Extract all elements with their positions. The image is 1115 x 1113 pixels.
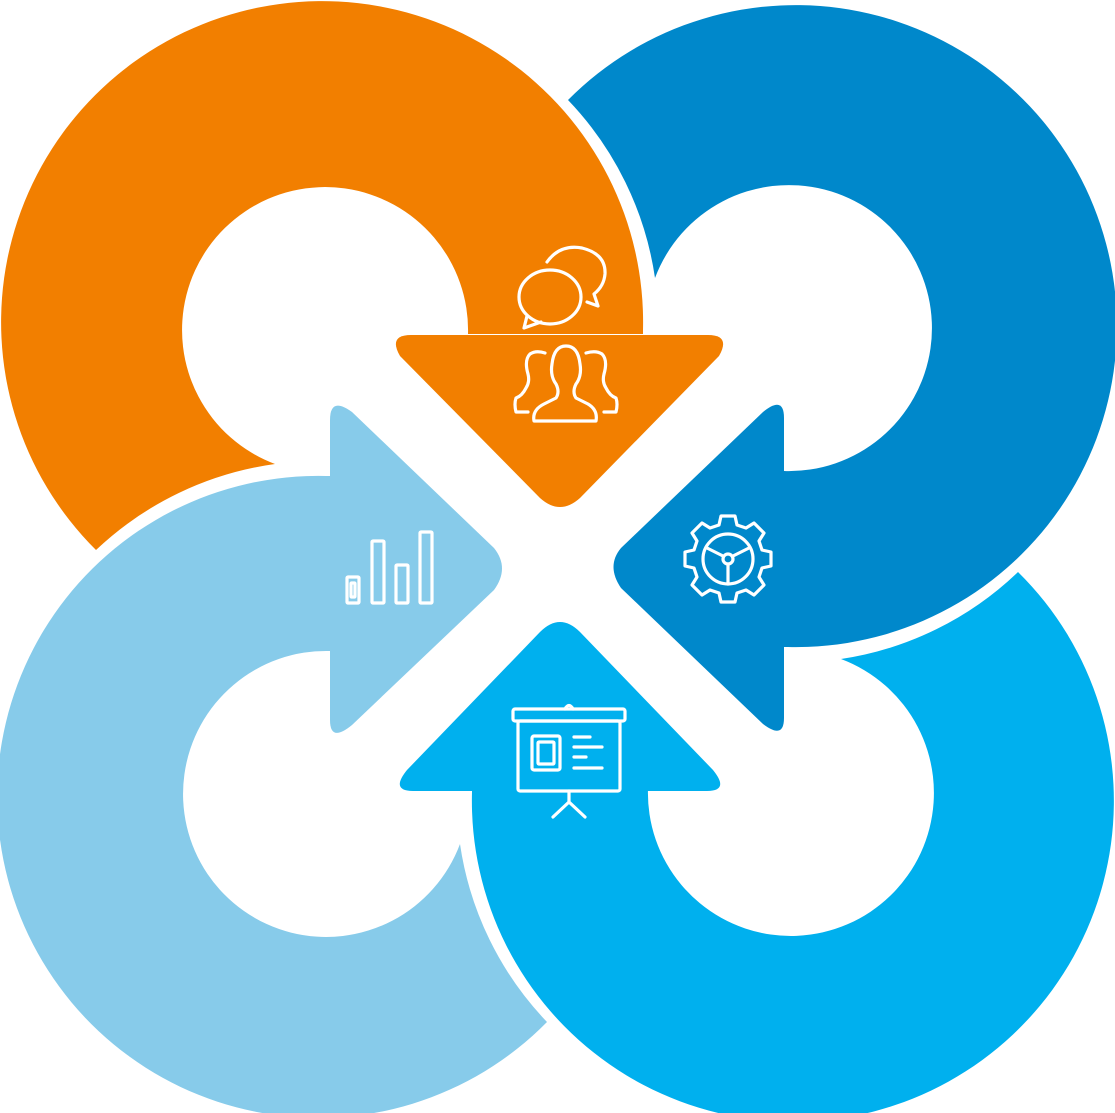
segment-bottom-right xyxy=(399,572,1114,1113)
segment-bottom-left-ring xyxy=(0,475,547,1113)
gear-wheel-icon xyxy=(683,514,773,604)
segment-bottom-right-arrowhead xyxy=(399,622,721,791)
segment-top-right-arrowhead xyxy=(613,404,784,731)
segment-bottom-right-ring xyxy=(471,572,1114,1113)
segment-top-left-ring xyxy=(1,1,644,550)
presentation-icon xyxy=(511,703,627,819)
bar-chart-icon xyxy=(345,530,434,605)
segment-bottom-left-arrowhead xyxy=(330,405,502,733)
segment-bottom-left xyxy=(0,405,547,1113)
segment-top-right xyxy=(568,5,1115,731)
people-chat-icon xyxy=(513,245,619,423)
segment-top-right-ring xyxy=(568,5,1115,648)
